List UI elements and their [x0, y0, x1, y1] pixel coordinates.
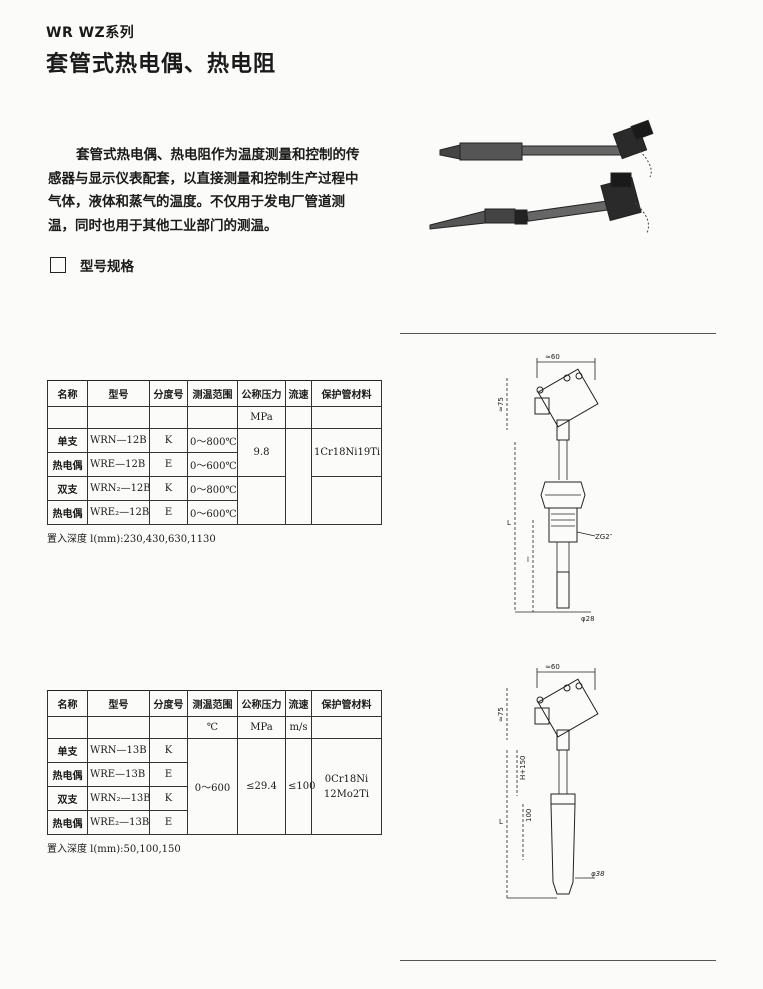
unit-range: ℃: [187, 716, 238, 739]
row-model: WRE₂—13B: [87, 810, 150, 835]
header-pressure: 公称压力: [237, 690, 286, 717]
row-grade: E: [149, 500, 188, 525]
row-name: 双支: [47, 476, 88, 501]
spec-table-2: 名称 型号 分度号 测温范围 公称压力 流速 保护管材料 ℃ MPa m/s 单…: [47, 690, 382, 835]
diameter-label: φ28: [581, 615, 595, 623]
dim-top-label: ≈60: [545, 663, 560, 671]
dim-side-label: ≈75: [497, 707, 505, 722]
row-name: 单支: [47, 428, 88, 453]
row-grade: E: [149, 810, 188, 835]
technical-drawing-1: ≈60 ≈75 ZG2″ L l φ28: [497, 353, 613, 623]
cell-material-line2: 12Mo2Ti: [311, 786, 382, 835]
cell-flow: ≤100: [285, 738, 315, 835]
page-title: 套管式热电偶、热电阻: [46, 52, 277, 77]
row-model: WRN₂—13B: [87, 786, 151, 811]
row-model: WRN—13B: [87, 738, 150, 763]
divider-top: [400, 333, 716, 334]
row-range: 0～800℃: [187, 428, 238, 453]
header-range: 测温范围: [187, 380, 238, 407]
cell-material-empty: [311, 476, 382, 525]
header-flow: 流速: [285, 380, 312, 407]
spec-table-1: 名称 型号 分度号 测温范围 公称压力 流速 保护管材料 MPa 单支 WRN—…: [47, 380, 382, 525]
terminal-head: [534, 678, 599, 738]
probe-lower: [429, 172, 649, 234]
intro-paragraph: 套管式热电偶、热电阻作为温度测量和控制的传感器与显示仪表配套，以直接测量和控制生…: [48, 147, 360, 234]
row-name: 热电偶: [47, 500, 88, 525]
thread-label: ZG2″: [595, 533, 613, 541]
technical-drawing-2: ≈60 ≈75 φ38 H+150 L 100: [497, 663, 605, 899]
section-heading: 型号规格: [50, 255, 134, 275]
product-photo: [429, 119, 654, 234]
row-range: 0～600℃: [187, 500, 238, 525]
cell-pressure: 9.8: [237, 428, 286, 477]
diameter-label: φ38: [591, 870, 605, 878]
dim-L-label: L: [499, 818, 503, 826]
dim-100-label: 100: [525, 809, 533, 822]
unit-pressure: MPa: [237, 406, 286, 429]
series-label: WR WZ系列: [46, 25, 135, 41]
cell-range: 0～600: [187, 738, 238, 835]
header-material: 保护管材料: [311, 380, 382, 407]
row-model: WRN—12B: [87, 428, 150, 453]
dim-top-label: ≈60: [545, 353, 560, 361]
row-name: 双支: [47, 786, 88, 811]
row-range: 0～600℃: [187, 452, 238, 477]
cell-pressure: ≤29.4: [237, 738, 286, 835]
row-name: 单支: [47, 738, 88, 763]
depth-note-2: 置入深度 l(mm):50,100,150: [47, 844, 181, 855]
row-grade: K: [149, 476, 188, 501]
unit-pressure: MPa: [237, 716, 286, 739]
row-range: 0～800℃: [187, 476, 238, 501]
row-model: WRN₂—12B: [87, 476, 151, 501]
header-flow: 流速: [285, 690, 312, 717]
row-grade: K: [149, 786, 188, 811]
row-grade: E: [149, 452, 188, 477]
row-name: 热电偶: [47, 810, 88, 835]
header-model: 型号: [87, 690, 150, 717]
probe-upper: [439, 119, 654, 178]
dim-L-label: L: [507, 519, 511, 527]
divider-bottom: [400, 960, 716, 961]
terminal-head: [534, 368, 599, 428]
row-name: 热电偶: [47, 452, 88, 477]
header-grade: 分度号: [149, 690, 188, 717]
row-grade: K: [149, 738, 188, 763]
dim-H-label: H+150: [519, 756, 527, 781]
row-grade: K: [149, 428, 188, 453]
row-name: 热电偶: [47, 762, 88, 787]
cell-material: 1Cr18Ni19Ti: [311, 428, 382, 477]
row-grade: E: [149, 762, 188, 787]
row-model: WRE₂—12B: [87, 500, 150, 525]
row-model: WRE—13B: [87, 762, 150, 787]
section-label: 型号规格: [80, 259, 134, 275]
header-name: 名称: [47, 690, 88, 717]
header-grade: 分度号: [149, 380, 188, 407]
dim-side-label: ≈75: [497, 397, 505, 412]
depth-note-1: 置入深度 l(mm):230,430,630,1130: [47, 534, 216, 545]
cell-pressure-empty: [237, 476, 286, 525]
header-range: 测温范围: [187, 690, 238, 717]
header-material: 保护管材料: [311, 690, 382, 717]
header-model: 型号: [87, 380, 150, 407]
header-name: 名称: [47, 380, 88, 407]
unit-flow: m/s: [285, 716, 312, 739]
dim-l-label: l: [527, 556, 529, 564]
cell-material-line1: 0Cr18Ni: [311, 738, 382, 787]
header-pressure: 公称压力: [237, 380, 286, 407]
checkbox-icon: [50, 257, 66, 273]
cell-flow: [285, 428, 312, 525]
row-model: WRE—12B: [87, 452, 150, 477]
